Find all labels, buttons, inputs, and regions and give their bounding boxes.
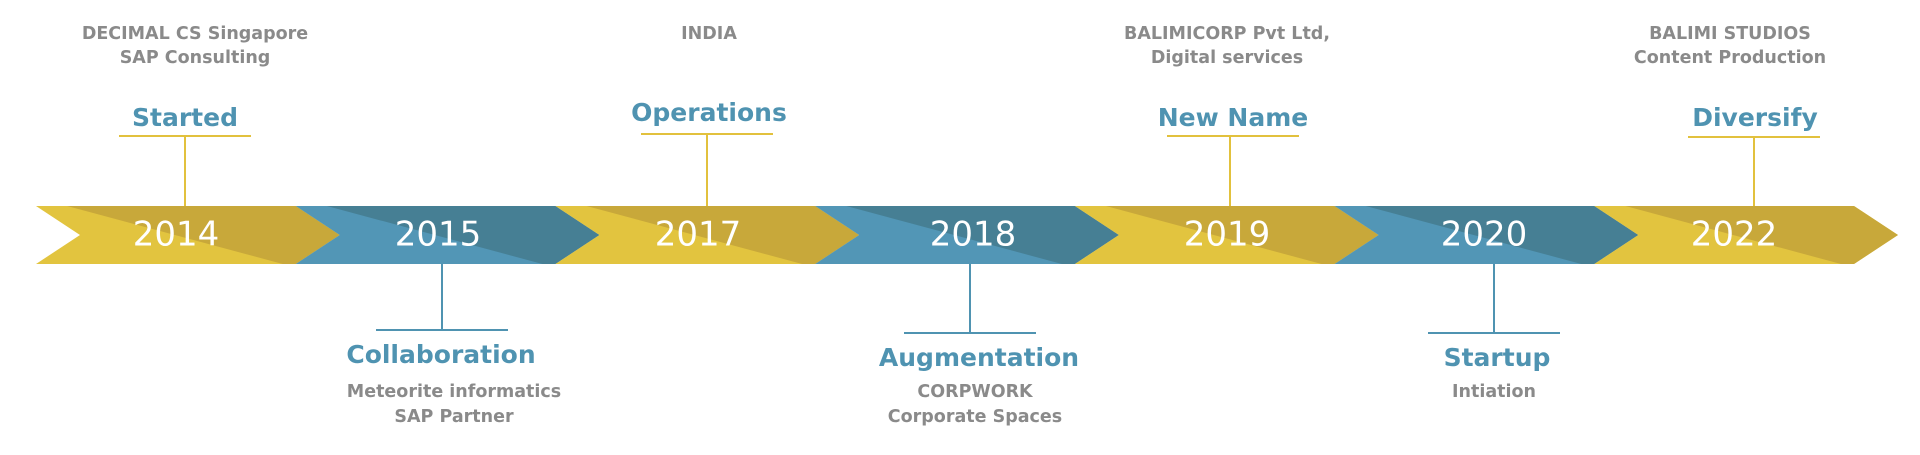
segment-shade xyxy=(1625,206,1898,264)
milestone-title: New Name xyxy=(1158,103,1308,132)
year-label-2020: 2020 xyxy=(1441,215,1528,255)
year-label-2014: 2014 xyxy=(133,215,220,255)
milestone-caption-line2: Digital services xyxy=(1151,48,1303,68)
milestone-caption-line2: SAP Partner xyxy=(394,407,514,427)
year-label-2017: 2017 xyxy=(655,215,742,255)
year-label-2019: 2019 xyxy=(1184,215,1271,255)
segment-shade xyxy=(67,206,340,264)
milestone-caption-line1: CORPWORK xyxy=(917,382,1034,402)
milestone-title: Collaboration xyxy=(346,340,535,369)
timeline-segment-2018 xyxy=(815,206,1119,264)
milestone-started: DECIMAL CS Singapore SAP Consulting Star… xyxy=(82,24,308,206)
year-labels: 2014 2015 2017 2018 2019 2020 2022 xyxy=(133,215,1778,255)
milestone-new-name: BALIMICORP Pvt Ltd, Digital services New… xyxy=(1124,24,1330,206)
milestone-title: Operations xyxy=(631,98,787,127)
timeline-segment-2014 xyxy=(36,206,340,264)
milestone-caption-line1: INDIA xyxy=(681,24,737,44)
segment-shade xyxy=(586,206,860,264)
year-label-2022: 2022 xyxy=(1691,215,1778,255)
timeline-arrow-band xyxy=(36,206,1898,264)
milestone-operations: INDIA Operations xyxy=(631,24,787,206)
milestone-caption-line1: Intiation xyxy=(1452,382,1536,402)
segment-shade xyxy=(1106,206,1379,264)
timeline-segment-2022 xyxy=(1594,206,1898,264)
segment-shade xyxy=(326,206,600,264)
timeline-segment-2015 xyxy=(295,206,600,264)
milestone-startup: Startup Intiation xyxy=(1428,264,1560,402)
milestone-diversify: BALIMI STUDIOS Content Production Divers… xyxy=(1634,24,1826,206)
milestone-title: Startup xyxy=(1444,343,1551,372)
milestone-caption-line2: SAP Consulting xyxy=(120,48,271,68)
segment-shade xyxy=(846,206,1119,264)
timeline-segment-2020 xyxy=(1334,206,1639,264)
year-label-2018: 2018 xyxy=(930,215,1017,255)
milestone-augmentation: Augmentation CORPWORK Corporate Spaces xyxy=(879,264,1079,427)
milestone-caption-line2: Corporate Spaces xyxy=(888,407,1062,427)
milestone-title: Augmentation xyxy=(879,343,1079,372)
milestone-collaboration: Collaboration Meteorite informatics SAP … xyxy=(346,264,561,427)
milestone-caption-line1: Meteorite informatics xyxy=(347,382,561,402)
milestone-caption-line1: DECIMAL CS Singapore xyxy=(82,24,308,44)
segment-shade xyxy=(1365,206,1639,264)
milestone-caption-line1: BALIMICORP Pvt Ltd, xyxy=(1124,24,1330,44)
milestone-title: Diversify xyxy=(1692,103,1818,132)
timeline-segment-2017 xyxy=(555,206,860,264)
milestone-title: Started xyxy=(132,103,238,132)
milestone-caption-line2: Content Production xyxy=(1634,48,1826,68)
timeline-segment-2019 xyxy=(1074,206,1379,264)
year-label-2015: 2015 xyxy=(395,215,482,255)
milestone-caption-line1: BALIMI STUDIOS xyxy=(1649,24,1811,44)
